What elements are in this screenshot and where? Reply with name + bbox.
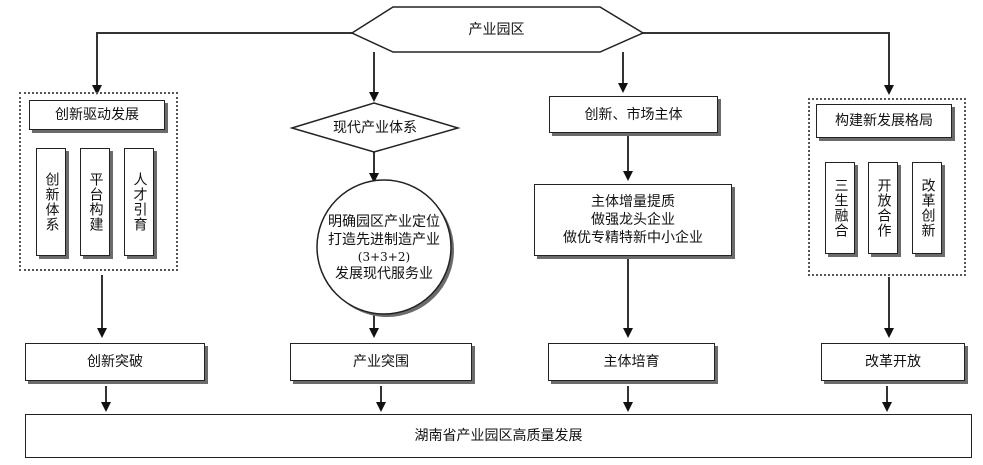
top-node-label: 产业园区 [468, 22, 525, 38]
col1-item-box-2: 平台构建 [80, 148, 110, 256]
col2-circle-line-3: (3+3+2) [357, 250, 411, 264]
col1-item-label-2: 平台构建 [87, 172, 104, 232]
col3-header-box: 创新、市场主体 [549, 96, 718, 133]
col1-header-box: 创新驱动发展 [29, 100, 165, 130]
col1-result-box: 创新突破 [25, 343, 205, 381]
bottom-result-box: 湖南省产业园区高质量发展 [25, 414, 972, 458]
col1-item-box-1: 创新体系 [36, 148, 66, 256]
col2-diamond-shape [289, 102, 461, 153]
col4-item-box-2: 开放合作 [868, 162, 898, 254]
col2-circle-line-1: 明确园区产业定位 [328, 214, 440, 230]
col4-item-label-3: 改革创新 [919, 178, 936, 238]
col3-detail-line-1: 主体增量提质 [591, 194, 675, 210]
connector-top-col1 [92, 32, 352, 95]
connector-top-col4 [637, 32, 894, 95]
col3-result-box: 主体培育 [548, 343, 715, 381]
col4-item-label-1: 三生融合 [832, 178, 849, 238]
col3-detail-line-2: 做强龙头企业 [591, 212, 675, 228]
col1-item-label-3: 人才引育 [131, 172, 148, 232]
top-hexagon-shape [350, 6, 645, 53]
col4-item-box-1: 三生融合 [825, 162, 855, 254]
col2-result-box: 产业突围 [290, 343, 472, 381]
col1-item-box-3: 人才引育 [124, 148, 154, 256]
col4-result-box: 改革开放 [821, 343, 965, 381]
col2-diamond-label: 现代产业体系 [333, 120, 417, 136]
col2-circle-text: 明确园区产业定位 打造先进制造产业 (3+3+2) 发展现代服务业 [318, 209, 450, 287]
col1-group-frame [19, 92, 178, 271]
col4-item-label-2: 开放合作 [875, 178, 892, 238]
col2-circle-line-4: 发展现代服务业 [335, 266, 433, 282]
col4-group-frame [808, 98, 966, 276]
col3-detail-line-3: 做优专精特新中小企业 [563, 230, 703, 246]
col4-item-box-3: 改革创新 [912, 162, 942, 254]
col1-item-label-1: 创新体系 [43, 172, 60, 232]
col2-circle-line-2: 打造先进制造产业 [328, 232, 440, 248]
col3-detail-box: 主体增量提质 做强龙头企业 做优专精特新中小企业 [534, 184, 732, 256]
col2-circle-shape [316, 179, 452, 315]
col4-header-box: 构建新发展格局 [816, 104, 952, 138]
